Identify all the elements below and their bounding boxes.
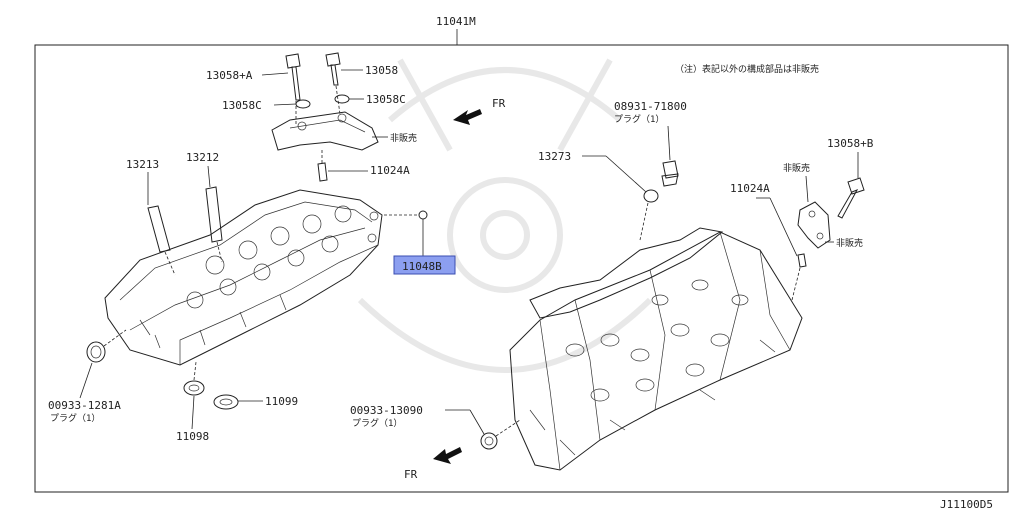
plug-left-icon bbox=[86, 341, 106, 363]
watermark-emblem bbox=[357, 58, 653, 373]
label-13273: 13273 bbox=[538, 150, 571, 163]
label-plug-left-part: 00933-1281A bbox=[48, 399, 121, 412]
label-plug-top-part: 08931-71800 bbox=[614, 100, 687, 113]
label-plug-bottom-desc: プラグ（1） bbox=[352, 417, 402, 429]
label-11024a-left: 11024A bbox=[370, 164, 410, 177]
left-cylinder-head bbox=[104, 189, 383, 366]
label-not-sold-right-2: 非販売 bbox=[836, 237, 863, 249]
label-13058-a: 13058+A bbox=[206, 69, 253, 82]
dowel-pin-icon bbox=[317, 162, 328, 182]
label-13213: 13213 bbox=[126, 158, 159, 171]
plug-bottom-icon bbox=[480, 432, 498, 450]
assembly-label: 11041M bbox=[436, 15, 476, 28]
plug-top-icon bbox=[661, 160, 679, 187]
left-bearing-cap bbox=[271, 111, 379, 151]
label-11098: 11098 bbox=[176, 430, 209, 443]
label-13058c-right: 13058C bbox=[366, 93, 406, 106]
figure-code: J11100D5 bbox=[940, 498, 993, 511]
right-cylinder-head bbox=[509, 227, 803, 471]
note-text: （注）表記以外の構成部品は非販売 bbox=[675, 63, 819, 75]
label-11048b: 11048B bbox=[402, 260, 442, 273]
label-not-sold-right-1: 非販売 bbox=[783, 162, 810, 174]
label-13058: 13058 bbox=[365, 64, 398, 77]
fr-arrow-top bbox=[453, 109, 482, 125]
highlight-box bbox=[393, 255, 456, 275]
label-not-sold-left: 非販売 bbox=[390, 132, 417, 144]
label-plug-bottom-part: 00933-13090 bbox=[350, 404, 423, 417]
washer-left-icon bbox=[295, 99, 311, 109]
label-plug-left-desc: プラグ（1） bbox=[50, 412, 100, 424]
label-plug-top-desc: プラグ（1） bbox=[614, 113, 664, 125]
label-11099: 11099 bbox=[265, 395, 298, 408]
guide-13212-icon bbox=[205, 186, 223, 243]
guide-13213-icon bbox=[147, 205, 171, 253]
fr-label-top: FR bbox=[492, 97, 506, 110]
right-bearing-cap bbox=[797, 201, 831, 249]
seal-11099-icon bbox=[213, 394, 239, 410]
diagram-frame bbox=[34, 44, 1009, 493]
bolt-13058-a-icon bbox=[285, 53, 301, 101]
dowel-pin-right-icon bbox=[797, 253, 807, 268]
label-13212: 13212 bbox=[186, 151, 219, 164]
seal-11098-icon bbox=[183, 380, 205, 396]
label-13058-b: 13058+B bbox=[827, 137, 874, 150]
label-13058c-left: 13058C bbox=[222, 99, 262, 112]
gasket-ring-icon bbox=[643, 189, 659, 203]
highlight-11048b[interactable]: 11048B bbox=[393, 255, 456, 275]
bolt-13058-b-icon bbox=[837, 177, 865, 219]
fr-label-bottom: FR bbox=[404, 468, 418, 481]
fr-arrow-bottom bbox=[433, 447, 462, 464]
label-11024a-right: 11024A bbox=[730, 182, 770, 195]
bolt-13058-icon bbox=[325, 52, 341, 86]
